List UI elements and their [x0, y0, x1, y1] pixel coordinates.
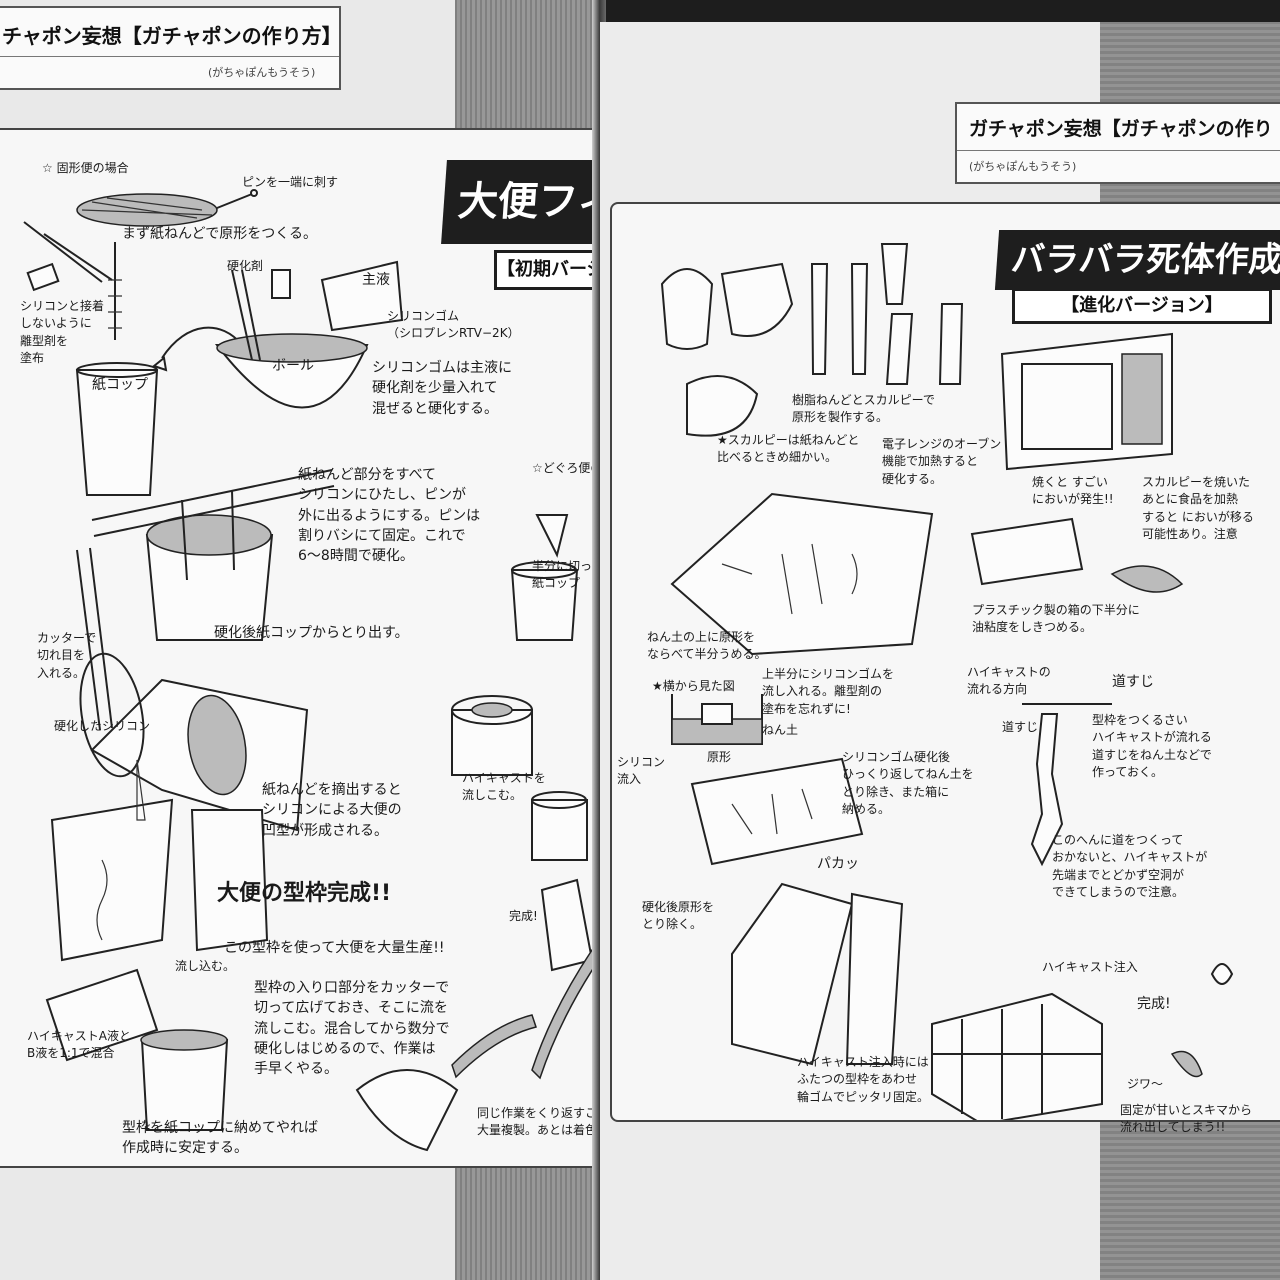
note-channel-2: 道すじ — [1002, 719, 1038, 736]
note-cast-direction: ハイキャストの 流れる方向 — [967, 664, 1051, 699]
left-header-divider — [0, 56, 339, 57]
left-header-title: チャポン妄想【ガチャポンの作り方】 — [2, 20, 342, 49]
note-prototype: まず紙ねんどで原形をつくる。 — [122, 224, 317, 244]
note-solid-case: ☆ 固形便の場合 — [42, 160, 129, 177]
note-same-work: 同じ作業をくり返すことで 大量複製。あとは着色。 — [477, 1105, 600, 1140]
note-original: 原形 — [707, 749, 731, 766]
note-silicone-rubber: シリコンゴム （シロプレンRTV−2K） — [387, 308, 520, 343]
note-high-cast-pour: ハイキャストを 流しこむ。 — [462, 770, 546, 805]
note-arrange: ねん土の上に原形を ならべて半分うめる。 — [647, 629, 767, 664]
left-header-box: チャポン妄想【ガチャポンの作り方】 (がちゃぽんもうそう) — [0, 6, 341, 90]
note-plastic-box: プラスチック製の箱の下半分に 油粘度をしきつめる。 — [972, 602, 1140, 637]
note-silicone-mix: シリコンゴムは主液に 硬化剤を少量入れて 混ぜると硬化する。 — [372, 358, 512, 419]
note-take-out: 硬化後紙コップからとり出す。 — [214, 623, 409, 643]
right-page: ガチャポン妄想【ガチャポンの作り (がちゃぽんもうそう) バラバラ死体作成 【進… — [600, 22, 1280, 1280]
note-complete: 完成! — [509, 908, 538, 925]
note-release-agent: シリコンと接着 しないように 離型剤を 塗布 — [20, 298, 104, 368]
note-flip: シリコンゴム硬化後 ひっくり返してねん土を とり除き、また箱に 納める。 — [842, 749, 974, 819]
right-content-panel: バラバラ死体作成 【進化バージョン】 — [610, 202, 1280, 1122]
note-stable: 型枠を紙コップに納めてやれば 作成時に安定する。 — [122, 1118, 318, 1159]
left-page: チャポン妄想【ガチャポンの作り方】 (がちゃぽんもうそう) 大便フィギュア 【初… — [0, 0, 600, 1280]
note-inlet: 型枠の入り口部分をカッターで 切って広げておき、そこに流を 流しこむ。混合してか… — [254, 978, 450, 1079]
note-cutter: カッターで 切れ目を 入れる。 — [37, 630, 96, 682]
note-injection: ハイキャスト注入 — [1042, 959, 1138, 976]
note-mold-done: 大便の型枠完成!! — [217, 878, 391, 910]
note-bowl: ボール — [272, 356, 314, 376]
right-header-box: ガチャポン妄想【ガチャポンの作り (がちゃぽんもうそう) — [955, 102, 1280, 184]
right-header-title: ガチャポン妄想【ガチャポンの作り — [969, 114, 1273, 141]
cast-cups-sketch — [452, 696, 592, 970]
left-header-reading: (がちゃぽんもうそう) — [208, 64, 315, 80]
note-pin: ピンを一端に刺す — [242, 174, 338, 191]
note-smell: 焼くと すごい においが発生!! — [1032, 474, 1114, 509]
split-mold-sketch — [732, 884, 902, 1064]
right-header-divider — [957, 150, 1280, 151]
note-jiwa: ジワ〜 — [1127, 1076, 1163, 1093]
note-muddy-case: ☆どぐろ便の場合 — [532, 460, 600, 477]
note-hardener: 硬化剤 — [227, 258, 263, 275]
note-caution: スカルピーを焼いた あとに食品を加熱 すると においが移る 可能性あり。注意 — [1142, 474, 1254, 544]
note-clay: ねん土 — [762, 722, 798, 739]
note-mass-production: この型枠を使って大便を大量生産!! — [224, 938, 445, 958]
note-paper-cup: 紙コップ — [92, 375, 148, 395]
note-resin-clay: 樹脂ねんどとスカルピーで 原形を製作する。 — [792, 392, 935, 427]
note-leak: 固定が甘いとスキマから 流れ出してしまう!! — [1120, 1102, 1252, 1137]
prototype-sketch — [77, 190, 257, 226]
note-mix-ratio: ハイキャストA液と B液を1:1で混合 — [27, 1028, 131, 1063]
note-main-liquid: 主液 — [362, 270, 390, 290]
note-extract: 紙ねんどを摘出すると シリコンによる大便の 凹型が形成される。 — [262, 780, 402, 841]
flip-box-sketch — [692, 759, 862, 864]
left-content-panel: 大便フィギュア 【初期バージョン】 — [0, 128, 600, 1168]
note-rubber-band: ハイキャスト注入時には ふたつの型枠をあわせ 輪ゴムでピッタリ固定。 — [797, 1054, 929, 1106]
microwave-sketch — [1002, 334, 1172, 469]
note-oven: 電子レンジのオーブン 機能で加熱すると 硬化する。 — [882, 436, 1001, 488]
note-remove: 硬化後原形を とり除く。 — [642, 899, 714, 934]
note-upper-half: 上半分にシリコンゴムを 流し入れる。離型剤の 塗布を忘れずに! — [762, 666, 894, 718]
note-sculpey: ★スカルピーは紙ねんどと 比べるときめ細かい。 — [717, 432, 859, 467]
bound-mold-sketch — [932, 964, 1232, 1122]
note-done: 完成! — [1137, 994, 1171, 1014]
note-pakka: パカッ — [817, 854, 859, 874]
note-warning-path: このへんに道をつくって おかないと、ハイキャストが 先端までとどかず空洞が でき… — [1052, 832, 1207, 902]
note-hardened-silicone: 硬化したシリコン — [54, 718, 150, 735]
note-pour-in: 流し込む。 — [175, 958, 235, 975]
right-header-reading: (がちゃぽんもうそう) — [969, 158, 1076, 174]
side-view-sketch — [672, 694, 762, 744]
note-make-path: 型枠をつくるさい ハイキャストが流れる 道すじをねん土などで 作っておく。 — [1092, 712, 1212, 782]
note-channel: 道すじ — [1112, 672, 1154, 692]
note-half-cup: 半分に切った 紙コップ — [532, 558, 600, 593]
note-soak: 紙ねんど部分をすべて シリコンにひたし、ピンが 外に出るようにする。ピンは 割り… — [298, 465, 480, 566]
note-silicone-pour: シリコン 流入 — [617, 754, 665, 789]
note-side-view: ★横から見た図 — [652, 678, 735, 695]
